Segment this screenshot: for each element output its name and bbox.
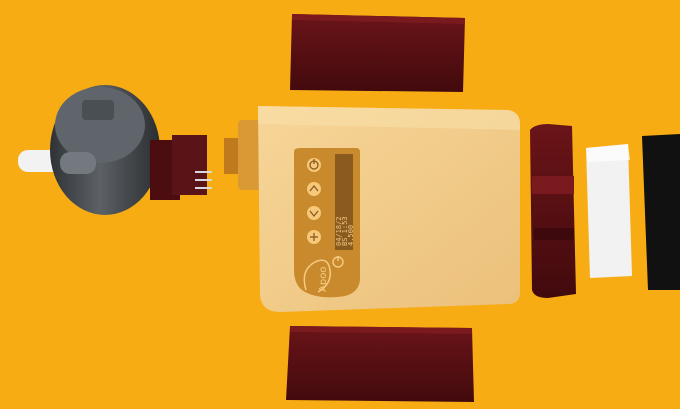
screen-line-3: 4.500 bbox=[347, 225, 355, 246]
arrow-up-icon[interactable] bbox=[307, 182, 321, 196]
control-panel: 04/18/2 BS 1:53 4.500 Apoo bbox=[294, 148, 360, 297]
plus-icon[interactable] bbox=[307, 230, 321, 244]
arrow-down-icon[interactable] bbox=[307, 206, 321, 220]
power-icon[interactable] bbox=[307, 158, 321, 172]
black-filter bbox=[642, 134, 680, 290]
logo-text: Apoo bbox=[318, 267, 329, 292]
connector-block bbox=[224, 120, 264, 190]
lcd-screen: 04/18/2 BS 1:53 4.500 bbox=[335, 154, 355, 250]
bottom-rubber-pad bbox=[286, 326, 474, 402]
pump-motor bbox=[18, 85, 212, 215]
top-rubber-pad bbox=[290, 14, 465, 92]
side-rubber-cap bbox=[530, 124, 576, 298]
white-filter bbox=[586, 144, 632, 278]
